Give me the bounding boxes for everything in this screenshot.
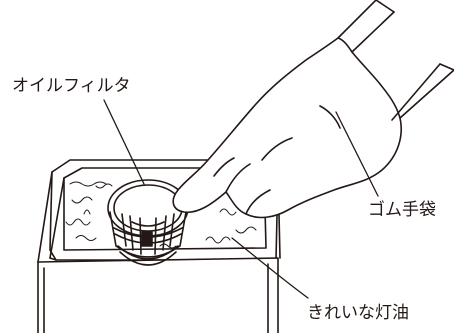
leader-lines xyxy=(103,99,379,299)
kerosene-liquid xyxy=(65,181,257,249)
label-rubber-glove: ゴム手袋 xyxy=(368,200,436,220)
leader-rubber-glove xyxy=(335,111,379,197)
label-clean-kerosene: きれいな灯油 xyxy=(307,303,409,323)
gloved-hand xyxy=(172,0,454,219)
label-oil-filter: オイルフィルタ xyxy=(12,76,131,96)
leader-oil-filter xyxy=(103,99,145,185)
leader-kerosene xyxy=(231,237,309,299)
oil-filter xyxy=(107,179,189,266)
